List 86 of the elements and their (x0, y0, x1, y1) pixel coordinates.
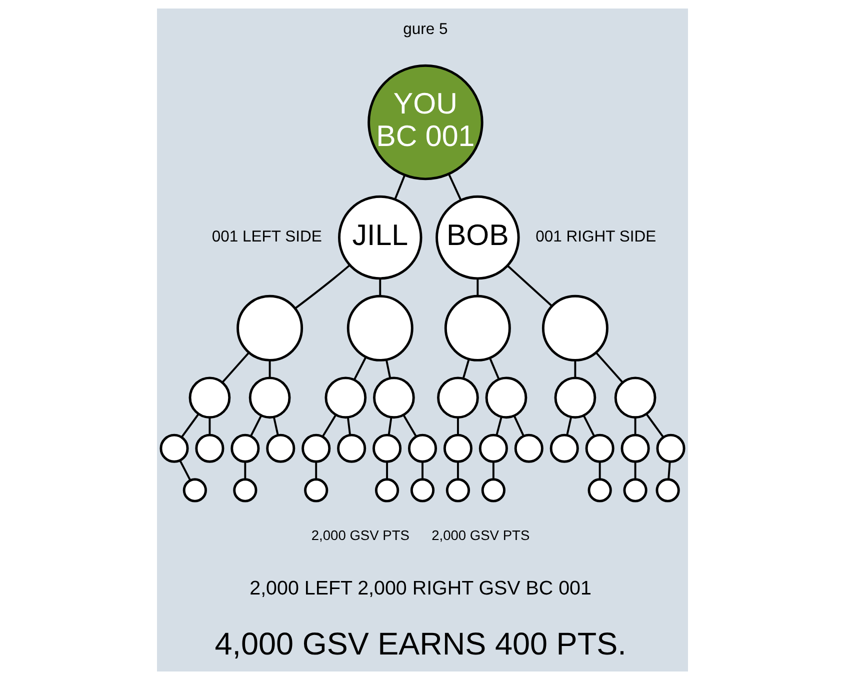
node-circle (372, 434, 402, 463)
connector (321, 414, 336, 438)
node-circle (188, 376, 230, 419)
label: 2,000 LEFT 2,000 RIGHT GSV BC 001 (249, 578, 591, 600)
connector (574, 360, 576, 378)
node-circle (480, 478, 505, 502)
node-circle (266, 434, 295, 463)
connector (208, 418, 210, 435)
connector (221, 352, 250, 384)
connector (268, 360, 270, 378)
connector (506, 264, 552, 307)
node-circle (514, 434, 543, 463)
node-circle (541, 294, 608, 362)
node-circle (232, 478, 257, 502)
connector (667, 462, 670, 480)
node-circle (407, 434, 437, 463)
connector (566, 416, 572, 436)
label: gure 5 (402, 20, 448, 38)
connector (384, 360, 391, 378)
connector (462, 359, 470, 379)
connector (178, 460, 191, 481)
node-circle (445, 478, 470, 502)
node-circle (372, 376, 414, 419)
connector (492, 462, 494, 480)
connector (394, 174, 406, 200)
connector (512, 415, 524, 436)
label: 2,000 GSV PTS (310, 528, 409, 544)
node-circle (620, 434, 650, 463)
connector (495, 416, 502, 436)
connector (294, 264, 350, 310)
label: 2,000 GSV PTS (431, 528, 530, 544)
node-circle (444, 294, 510, 362)
node-circle: JILL (338, 195, 422, 280)
node-circle (655, 478, 680, 502)
connector (634, 418, 636, 435)
node-circle (614, 376, 656, 419)
connector (386, 462, 388, 480)
connector (594, 352, 623, 384)
node-circle (436, 376, 478, 419)
node-circle (554, 376, 596, 419)
connector (598, 462, 600, 480)
node-circle: YOU BC 001 (367, 64, 483, 180)
node-label: 001 LEFT SIDE (211, 228, 322, 246)
node-circle (324, 376, 366, 419)
connector (249, 415, 262, 437)
connector (180, 413, 199, 438)
connector (421, 462, 423, 480)
connector (244, 462, 246, 480)
node-circle (410, 478, 434, 502)
connector (352, 356, 366, 380)
connector (582, 415, 595, 437)
connector (476, 278, 478, 296)
node-label: 001 RIGHT SIDE (535, 228, 656, 246)
node-circle (159, 434, 188, 463)
connector (634, 462, 636, 480)
label: 4,000 GSV EARNS 400 PTS. (214, 625, 626, 662)
node-circle (374, 478, 399, 502)
connector (488, 358, 500, 380)
connector (645, 413, 664, 438)
node-circle (549, 434, 578, 463)
connector (272, 416, 278, 436)
node-circle (301, 434, 330, 463)
node-circle (336, 434, 366, 463)
connector (456, 418, 458, 435)
connector (447, 174, 462, 201)
node-circle (236, 294, 303, 362)
connector (314, 462, 317, 480)
node-circle (194, 434, 224, 463)
connector (387, 417, 392, 436)
node-circle (442, 434, 472, 463)
node-circle (484, 376, 527, 419)
connector (402, 414, 416, 438)
node-circle (656, 434, 685, 463)
node-circle (182, 478, 206, 502)
node-circle (248, 376, 290, 419)
node-circle (584, 434, 614, 463)
node-circle (587, 478, 612, 502)
connector (378, 278, 381, 296)
node-circle (622, 478, 647, 502)
node-circle (346, 294, 413, 362)
connector (346, 417, 351, 436)
node-circle (478, 434, 508, 463)
node-circle (304, 478, 328, 502)
node-circle: BOB (435, 195, 520, 280)
connector (456, 462, 458, 480)
node-circle (230, 434, 260, 463)
